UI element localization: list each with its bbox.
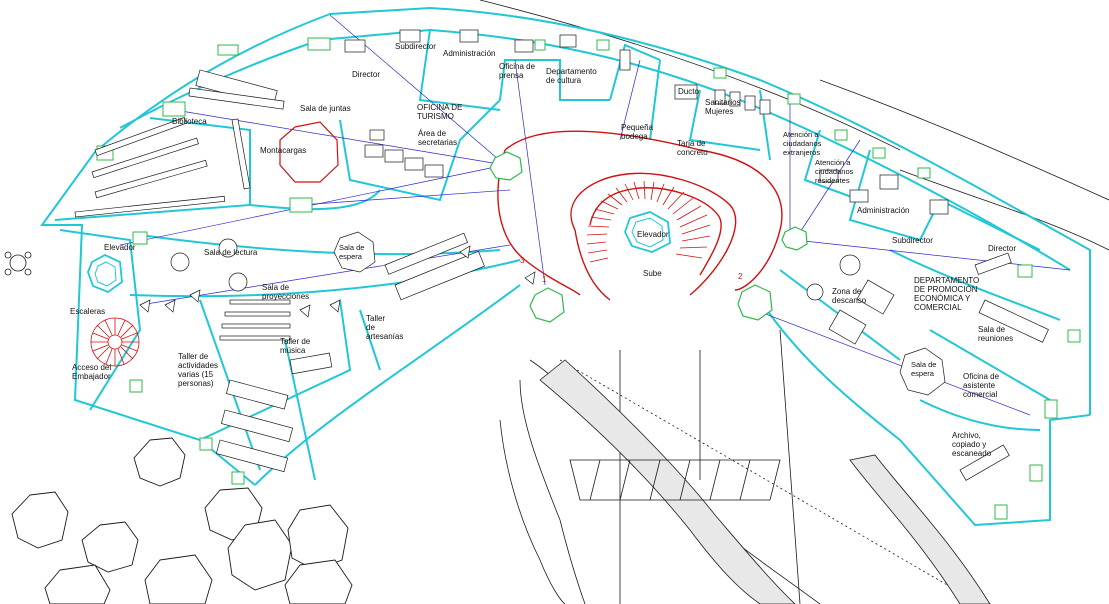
room-label-tarja-concreto: Tarja de concreto [677, 139, 708, 157]
room-label-atencion-residentes: Atención a ciudadanos residentes [815, 158, 854, 185]
central-stair [497, 130, 783, 301]
room-label-elevador-left: Elevador [104, 243, 136, 252]
room-label-zona-descanso: Zona de descanso [832, 287, 867, 305]
stair-treads [586, 180, 711, 263]
room-label-biblioteca: Biblioteca [172, 117, 207, 126]
room-label-sanitarios-mujeres: Sanitarios Mujeres [705, 98, 741, 116]
room-label-subdirector-right: Subdirector [892, 236, 933, 245]
room-label-sube: Sube [643, 269, 662, 278]
room-label-oficina-asistente: Oficina de asistente comercial [963, 372, 1000, 399]
room-label-pequena-bodega: Pequeña bodega [621, 123, 654, 141]
room-label-oficina-prensa: Oficina de prensa [499, 62, 536, 80]
room-label-sala-juntas: Sala de juntas [300, 104, 351, 113]
room-label-sala-lectura: Sala de lectura [204, 248, 258, 257]
room-label-sala-reuniones: Sala de reuniones [978, 325, 1014, 343]
room-label-administracion-top: Administración [443, 49, 496, 58]
room-label-director-left: Director [352, 70, 381, 79]
furniture [74, 29, 1049, 481]
room-label-director-right: Director [988, 244, 1017, 253]
room-label-subdirector-left: Subdirector [395, 42, 436, 51]
trees [11, 437, 353, 604]
dotted-ground [539, 359, 991, 604]
montacargas-shaft [279, 121, 339, 183]
room-label-escaleras: Escaleras [70, 307, 106, 316]
stair-number-3: 3 [520, 256, 525, 265]
room-label-depto-promocion: DEPARTAMENTO DE PROMOCIÓN ECONÓMICA Y CO… [914, 276, 980, 312]
room-label-ducto: Ducto [678, 87, 699, 96]
room-label-archivo: Archivo, copiado y escaneado [952, 431, 992, 458]
room-label-acceso-embajador: Acceso del Embajador [72, 363, 112, 381]
central-elevator [624, 211, 671, 253]
left-elevator [87, 253, 123, 294]
room-label-administracion-right: Administración [857, 206, 910, 215]
room-label-area-secretarias: Área de secretarias [418, 129, 458, 147]
room-label-atencion-extranjeros: Atención a ciudadanos extranjeros [783, 130, 822, 157]
room-label-depto-cultura: Departamento de cultura [546, 67, 597, 85]
green-columns [489, 151, 808, 323]
room-label-taller-musica: Taller de música [280, 337, 311, 355]
room-label-montacargas: Montacargas [260, 146, 307, 155]
stair-number-1: 1 [542, 275, 547, 284]
room-label-sala-espera-left: Sala de espera [339, 243, 365, 261]
window-markers [139, 245, 536, 318]
room-label-oficina-turismo: OFICINA DE TURISMO [417, 103, 463, 121]
stair-number-2: 2 [738, 272, 743, 281]
exterior-ramp [569, 459, 781, 501]
room-label-taller-actividades: Taller de actividades varias (15 persona… [178, 352, 219, 388]
green-blocks [96, 37, 1081, 520]
room-label-taller-artesanias: Taller de artesanías [366, 314, 404, 341]
room-label-sala-espera-right: Sala de espera [911, 360, 937, 378]
exterior-table [4, 251, 32, 276]
room-label-elevador-center: Elevador [637, 230, 669, 239]
left-spiral-stair [90, 317, 140, 367]
room-label-sala-proyecciones: Sala de proyecciones [262, 283, 310, 301]
axis-lines [119, 14, 1071, 416]
